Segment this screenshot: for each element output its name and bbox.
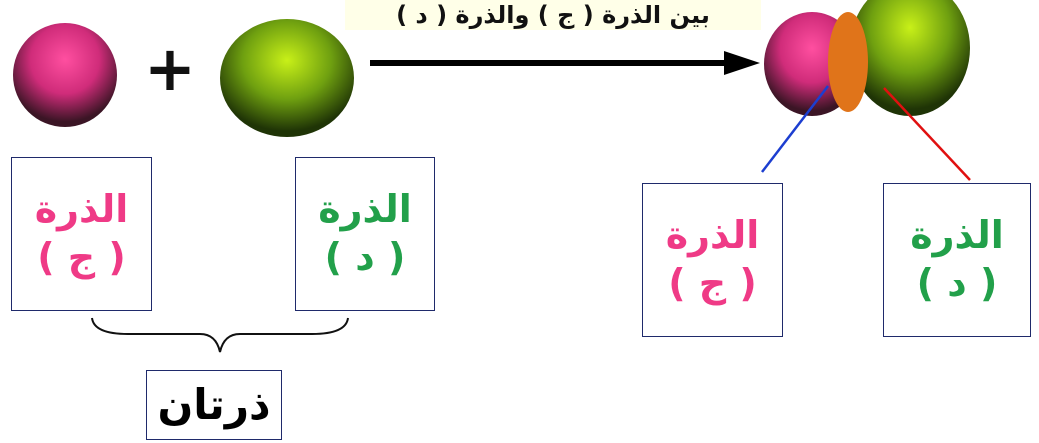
grouping-brace: [88, 312, 352, 362]
product-atom-c-label: الذرة: [666, 216, 760, 256]
product-atom-d-label: الذرة: [910, 216, 1004, 256]
two-atoms-box: ذرتان: [146, 370, 282, 440]
atom-d-symbol: ( د ): [325, 238, 406, 278]
pointer-line-blue: [762, 86, 828, 172]
atom-c-label: الذرة: [35, 190, 129, 230]
product-atom-c-symbol: ( ج ): [668, 264, 757, 304]
atom-c-symbol: ( ج ): [37, 238, 126, 278]
atom-d-label: الذرة: [318, 190, 412, 230]
pointer-line-red: [884, 88, 970, 180]
two-atoms-label: ذرتان: [157, 383, 270, 427]
atom-d-box: الذرة ( د ): [295, 157, 435, 311]
product-atom-d-box: الذرة ( د ): [883, 183, 1031, 337]
product-atom-d-symbol: ( د ): [917, 264, 998, 304]
product-atom-c-box: الذرة ( ج ): [642, 183, 783, 337]
atom-c-box: الذرة ( ج ): [11, 157, 152, 311]
